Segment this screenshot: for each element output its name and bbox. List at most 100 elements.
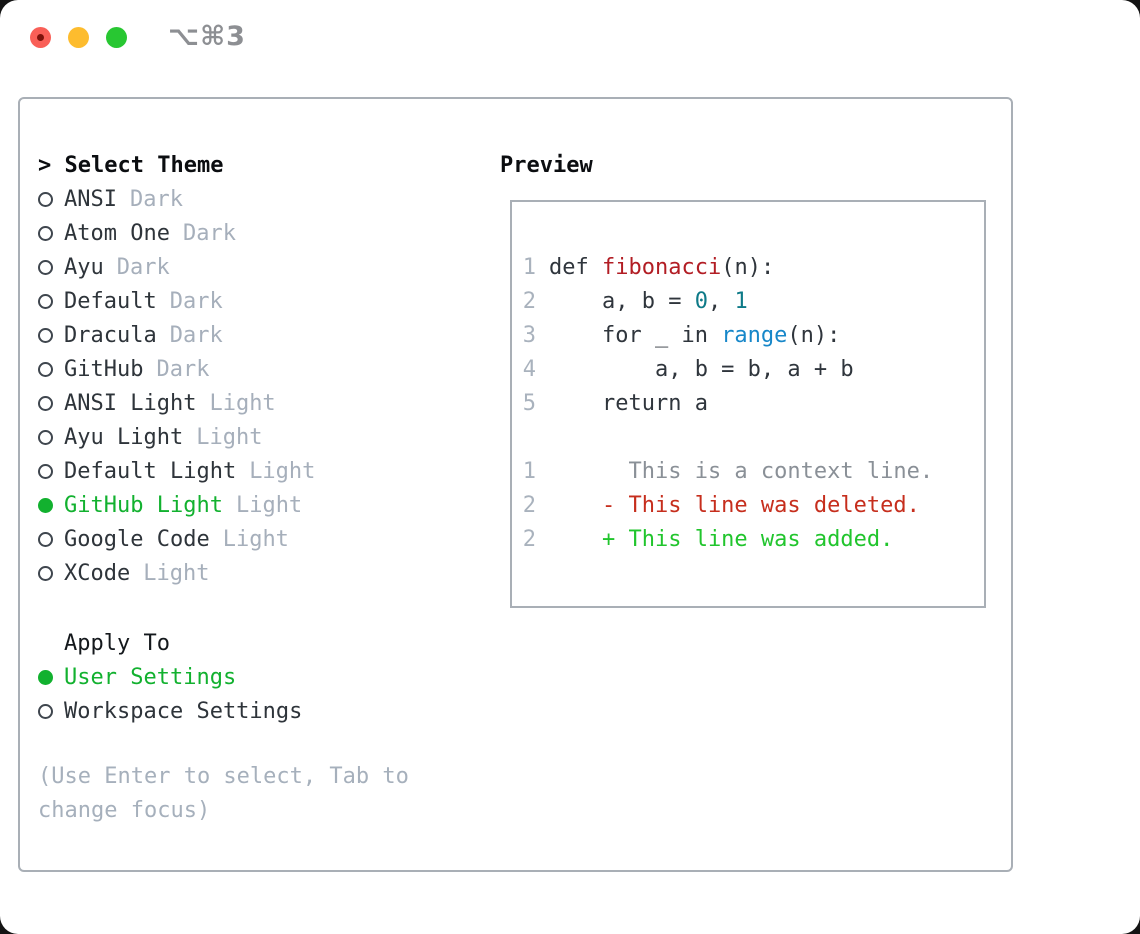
option-variant-label: Dark (169, 288, 223, 314)
code-line: 3 for _ in range(n): (522, 318, 974, 352)
code-token: a, b = b, a + b (549, 356, 854, 382)
theme-option[interactable]: XCode Light (38, 556, 315, 590)
radio-icon (38, 225, 53, 241)
keyboard-hint: (Use Enter to select, Tab to change focu… (38, 764, 409, 823)
option-variant-label: Light (249, 458, 316, 484)
theme-option[interactable]: Dracula Dark (38, 318, 315, 352)
option-variant-label: Dark (116, 254, 170, 280)
option-variant-label: Light (222, 526, 289, 552)
select-theme-header: > Select Theme (38, 148, 223, 182)
line-number: 5 (522, 390, 536, 416)
code-line: 2 - This line was deleted. (522, 488, 974, 522)
option-label: User Settings (64, 664, 237, 690)
zoom-button[interactable] (106, 27, 127, 48)
radio-icon (38, 259, 53, 275)
theme-option[interactable]: Atom One Dark (38, 216, 315, 250)
theme-option[interactable]: ANSI Dark (38, 182, 315, 216)
code-token: range (721, 322, 788, 348)
radio-icon (38, 429, 53, 445)
theme-option[interactable]: GitHub Light Light (38, 488, 315, 522)
apply-to-header: Apply To (64, 630, 170, 656)
minimize-button[interactable] (68, 27, 89, 48)
line-number: 1 (522, 458, 536, 484)
line-number: 3 (522, 322, 536, 348)
radio-icon (38, 327, 53, 343)
theme-option[interactable]: Ayu Light Light (38, 420, 315, 454)
line-number: 2 (522, 526, 536, 552)
option-label: Default (64, 288, 157, 314)
apply-to-option[interactable]: User Settings (38, 660, 302, 694)
option-label: Dracula (64, 322, 157, 348)
code-token: (n): (721, 254, 775, 280)
option-variant-label: Dark (156, 356, 210, 382)
radio-icon (38, 565, 53, 581)
theme-option[interactable]: GitHub Dark (38, 352, 315, 386)
code-line: 1 def fibonacci(n): (522, 250, 974, 284)
code-line: 2 a, b = 0, 1 (522, 284, 974, 318)
line-number: 1 (522, 254, 536, 280)
code-token: for _ in (549, 322, 722, 348)
option-label: Atom One (64, 220, 170, 246)
theme-option[interactable]: ANSI Light Light (38, 386, 315, 420)
radio-icon (38, 191, 53, 207)
window-title: ⌥⌘3 (168, 21, 246, 52)
code-line: 1 This is a context line. (522, 454, 974, 488)
option-variant-label: Light (209, 390, 276, 416)
option-label: Ayu (64, 254, 104, 280)
radio-icon (38, 361, 53, 377)
option-label: Ayu Light (64, 424, 184, 450)
option-label: GitHub Light (64, 492, 223, 518)
close-button[interactable] (30, 27, 51, 48)
radio-icon (38, 395, 53, 411)
theme-option[interactable]: Default Light Light (38, 454, 315, 488)
code-token: (n): (787, 322, 841, 348)
code-token: fibonacci (601, 254, 722, 280)
diff-preview: 1 This is a context line.2 - This line w… (522, 454, 974, 556)
radio-selected-icon (38, 669, 53, 685)
option-variant-label: Light (196, 424, 263, 450)
radio-icon (38, 463, 53, 479)
option-label: Default Light (64, 458, 237, 484)
code-token: + This line was added. (549, 526, 894, 552)
radio-selected-icon (38, 497, 53, 513)
line-number: 2 (522, 492, 536, 518)
code-token: , (707, 288, 735, 314)
line-number: 2 (522, 288, 536, 314)
theme-option[interactable]: Ayu Dark (38, 250, 315, 284)
select-theme-title: Select Theme (64, 152, 224, 178)
radio-icon (38, 703, 53, 719)
header-prompt-prefix: > (38, 152, 65, 178)
option-label: ANSI (64, 186, 117, 212)
code-line: 2 + This line was added. (522, 522, 974, 556)
code-token: 0 (694, 288, 708, 314)
option-label: Workspace Settings (64, 698, 303, 724)
option-variant-label: Light (235, 492, 303, 518)
theme-option[interactable]: Default Dark (38, 284, 315, 318)
code-line: 4 a, b = b, a + b (522, 352, 974, 386)
blank-line (522, 420, 974, 454)
option-label: XCode (64, 560, 131, 586)
line-number: 4 (522, 356, 536, 382)
option-variant-label: Dark (182, 220, 236, 246)
preview-header: Preview (500, 152, 593, 178)
code-token: def (549, 254, 602, 280)
code-token: 1 (734, 288, 748, 314)
apply-to-option[interactable]: Workspace Settings (38, 694, 302, 728)
code-token: return a (549, 390, 708, 416)
option-label: ANSI Light (64, 390, 197, 416)
theme-option[interactable]: Google Code Light (38, 522, 315, 556)
code-line: 5 return a (522, 386, 974, 420)
option-variant-label: Dark (129, 186, 183, 212)
code-token: - This line was deleted. (549, 492, 920, 518)
code-token: a, b = (549, 288, 695, 314)
option-label: Google Code (64, 526, 210, 552)
option-variant-label: Light (143, 560, 210, 586)
option-variant-label: Dark (169, 322, 223, 348)
option-label: GitHub (64, 356, 144, 382)
radio-icon (38, 293, 53, 309)
traffic-lights (30, 27, 127, 48)
